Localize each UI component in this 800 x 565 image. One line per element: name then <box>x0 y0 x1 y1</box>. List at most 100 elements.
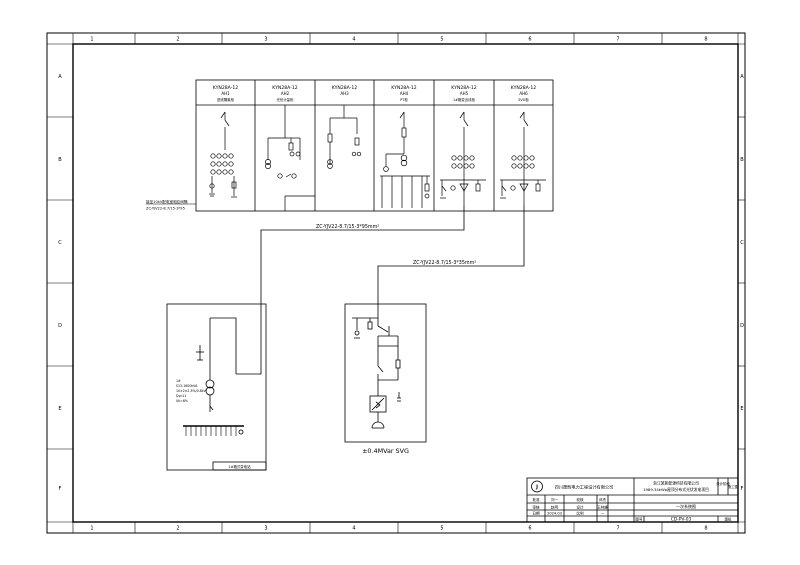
drawing-title: 一次系统图 <box>676 503 696 509</box>
row-label: B <box>58 157 62 163</box>
stage-label: 设计阶段 <box>716 481 730 486</box>
tb-name: 刘一 <box>551 497 559 502</box>
incoming-line-text: 接至10kV配电室相应间隔 <box>146 199 188 204</box>
transformer-enclosure <box>166 303 267 471</box>
col-label: 4 <box>352 526 355 532</box>
col-label: 3 <box>264 526 267 532</box>
col-label: 2 <box>176 37 179 43</box>
tb-role2: 校核 <box>576 497 584 502</box>
cabinet-ah5-schematic <box>440 111 486 205</box>
cabinet-code: AH4 <box>400 91 409 96</box>
cabinet-header-ah5: KYN28A-12 AH5 1#箱变出线柜 <box>451 85 477 102</box>
row-labels-right: A B C D E F <box>740 74 744 492</box>
cable-to-transformer <box>236 205 465 375</box>
cable-routes <box>236 205 525 375</box>
cabinet-model: KYN28A-12 <box>213 85 239 91</box>
tb-role2: 设计 <box>576 504 584 509</box>
col-label: 8 <box>704 37 707 43</box>
cabinet-model: KYN28A-12 <box>332 85 358 91</box>
cabinet-name: 进线隔离柜 <box>217 97 235 102</box>
tb-role: 批准 <box>532 497 540 502</box>
tb-name: 2024.03 <box>547 512 562 516</box>
cabinet-name: SVG柜 <box>518 97 529 102</box>
cabinet-ah6-schematic <box>500 111 546 205</box>
col-label: 7 <box>616 37 619 43</box>
tb-role: 审核 <box>532 504 540 509</box>
sheet-no-label: 图纸 <box>725 517 732 522</box>
cabinet-name: 光伏计量柜 <box>277 97 295 102</box>
cabinet-ah3-schematic <box>327 105 362 169</box>
drawing-frame <box>46 32 746 534</box>
row-label: E <box>58 406 61 412</box>
col-label: 5 <box>440 526 443 532</box>
row-labels-left: A B C D E F <box>58 74 62 492</box>
col-label: 7 <box>616 526 619 532</box>
row-label: D <box>58 323 62 329</box>
col-label: 1 <box>90 526 93 532</box>
cabinet-model: KYN28A-12 <box>511 85 537 91</box>
stage: 施工图 <box>728 484 739 489</box>
col-label: 2 <box>176 526 179 532</box>
transformer-info-line: 10±2×2.5%/0.8kV <box>176 389 207 393</box>
cabinet-headers: KYN28A-12 AH1 进线隔离柜 KYN28A-12 AH2 光伏计量柜 … <box>213 85 537 102</box>
cabinet-model: KYN28A-12 <box>391 85 417 91</box>
col-label: 5 <box>440 37 443 43</box>
drawing-no: CD-PV-03 <box>671 517 692 523</box>
row-label: F <box>59 486 62 492</box>
project-name: 1989.34kWp屋顶分布式光伏发电项目 <box>643 487 709 492</box>
transformer-info-line: Uk=6% <box>176 399 188 403</box>
row-label: F <box>741 486 744 492</box>
title-block: J 四川晟辉电力工程设计有限公司 浙江某新能源科技有限公司 1989.34kWp… <box>526 477 739 523</box>
switchgear-row <box>195 79 554 212</box>
row-label: A <box>740 74 744 80</box>
cabinet-ah2-schematic <box>265 105 315 211</box>
col-label: 4 <box>352 37 355 43</box>
cabinet-ah1-schematic <box>209 111 237 198</box>
col-label: 6 <box>528 526 531 532</box>
tb-name2: 邓杰 <box>599 497 607 502</box>
tb-name: 赵明 <box>551 504 559 509</box>
cable-2-label: ZC-YJV22-8.7/15-3*35mm² <box>413 260 476 266</box>
cabinet-name: PT柜 <box>400 97 408 102</box>
cabinet-ah4-schematic <box>380 111 430 208</box>
tb-role: 日期 <box>532 511 540 516</box>
row-label: D <box>740 323 744 329</box>
cabinet-schematics <box>209 105 546 211</box>
tb-name2: — <box>601 512 605 516</box>
cable-1-label: ZC-YJV22-8.7/15-3*95mm² <box>316 224 379 230</box>
col-label: 8 <box>704 526 707 532</box>
transformer-info-line: 1# <box>176 379 181 383</box>
row-label: B <box>740 157 744 163</box>
row-label: C <box>58 240 62 246</box>
tb-name2: 王林峰 <box>597 504 608 509</box>
column-labels-bottom: 1 2 3 4 5 6 7 8 <box>90 526 707 532</box>
incoming-cable-text: ZC-YJV22-8.7/15-3*95 <box>146 207 185 211</box>
cabinet-code: AH2 <box>281 91 290 96</box>
cabinet-model: KYN28A-12 <box>451 85 477 91</box>
cabinet-header-ah1: KYN28A-12 AH1 进线隔离柜 <box>213 85 239 102</box>
tb-role2: 比例 <box>576 511 584 516</box>
cable-to-svg <box>377 205 525 318</box>
col-label: 1 <box>90 37 93 43</box>
cabinet-header-ah3: KYN28A-12 AH3 <box>332 85 358 96</box>
cabinet-header-ah4: KYN28A-12 AH4 PT柜 <box>391 85 417 102</box>
cabinet-header-ah6: KYN28A-12 AH6 SVG柜 <box>511 85 537 102</box>
incoming-line-note: 接至10kV配电室相应间隔 ZC-YJV22-8.7/15-3*95 <box>146 199 196 211</box>
transformer-info-line: Dyn11 <box>176 394 186 398</box>
row-label: C <box>740 240 744 246</box>
company-logo-icon: J <box>535 485 538 491</box>
row-label: E <box>740 406 743 412</box>
svg-label: ±0.4MVar SVG <box>362 447 409 455</box>
col-label: 6 <box>528 37 531 43</box>
cabinet-code: AH5 <box>460 91 469 96</box>
transformer-label: 1#箱式变电站 <box>229 464 252 469</box>
drawing-no-label: 图号 <box>635 517 643 522</box>
cabinet-model: KYN28A-12 <box>272 85 298 91</box>
cabinet-name: 1#箱变出线柜 <box>453 97 476 102</box>
column-labels-top: 1 2 3 4 5 6 7 8 <box>90 37 707 43</box>
transformer-info-line: S13-1600kVA <box>176 384 198 388</box>
cabinet-header-ah2: KYN28A-12 AH2 光伏计量柜 <box>272 85 298 102</box>
row-label: A <box>58 74 62 80</box>
transformer-info: 1# S13-1600kVA 10±2×2.5%/0.8kV Dyn11 Uk=… <box>176 379 207 403</box>
